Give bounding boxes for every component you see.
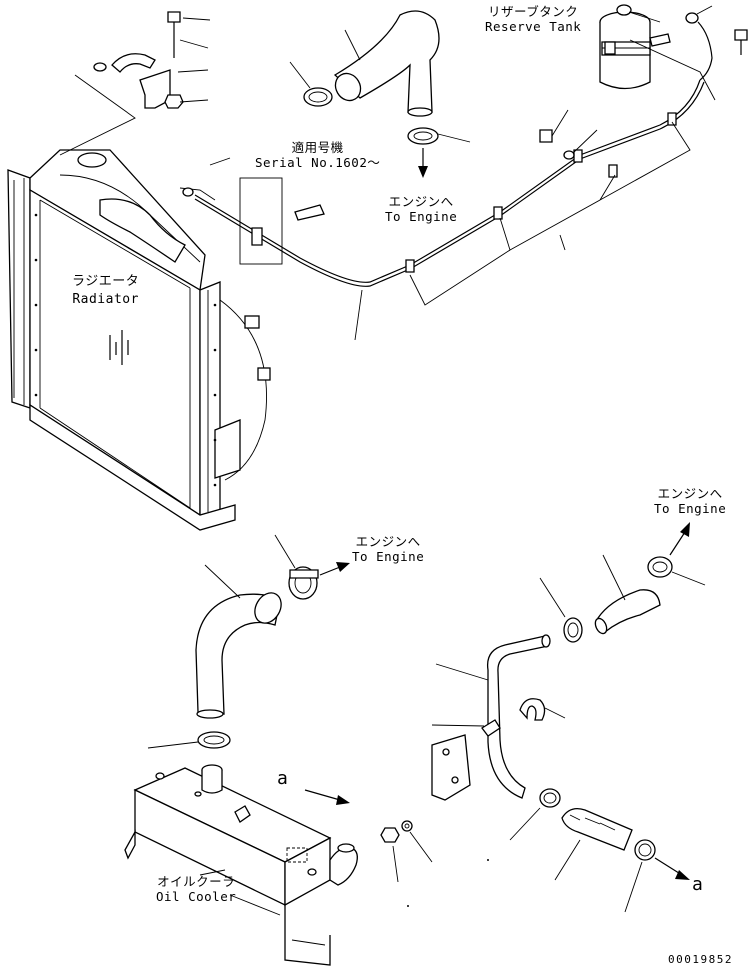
hose-clamp: [634, 839, 656, 861]
reference-a-bottom: a: [692, 874, 704, 895]
hose-clamp: [197, 731, 231, 749]
reserve-tank-label: リザーブタンク Reserve Tank: [485, 4, 581, 34]
radiator-label-jp: ラジエータ: [72, 274, 140, 289]
top-left-fittings: [59, 11, 211, 156]
hose-clamp: [563, 617, 583, 643]
oil-cooler-pipes: [380, 522, 706, 913]
to-engine-label-middle-en: To Engine: [352, 549, 425, 564]
to-engine-label-top-jp: エンジンへ: [388, 194, 454, 209]
reference-a-top: a: [277, 768, 289, 789]
oil-cooler-label-en: Oil Cooler: [156, 889, 237, 904]
reserve-tank: [599, 4, 748, 101]
reserve-tank-label-jp: リザーブタンク: [488, 4, 579, 19]
to-engine-label-middle: エンジンへ To Engine: [352, 534, 424, 564]
to-engine-label-top-en: To Engine: [385, 209, 458, 224]
hose-clamp: [647, 556, 673, 578]
hose-clamp: [288, 566, 319, 600]
radiator-label-en: Radiator: [72, 292, 139, 307]
radiator-assembly: [7, 149, 271, 531]
oil-cooler: [124, 764, 358, 966]
serial-number-label-en: Serial No.1602〜: [255, 155, 381, 170]
serial-number-label-jp: 適用号機: [291, 140, 344, 155]
hose-clamp: [539, 788, 561, 808]
to-engine-label-top: エンジンへ To Engine: [385, 194, 457, 224]
hose-clamp: [303, 87, 333, 107]
to-engine-label-right-en: To Engine: [654, 501, 727, 516]
to-engine-label-middle-jp: エンジンへ: [355, 534, 421, 549]
serial-number-label: 適用号機 Serial No.1602〜: [255, 140, 380, 170]
to-engine-label-right: エンジンへ To Engine: [654, 486, 726, 516]
reserve-tank-label-en: Reserve Tank: [485, 19, 582, 34]
oil-cooler-label-jp: オイルクーラ: [157, 874, 236, 889]
oil-cooler-hose: [147, 534, 350, 749]
hose-clamp: [407, 127, 439, 145]
serial-detail-box: [179, 157, 325, 265]
drawing-number: 00019852: [668, 953, 733, 966]
radiator-label: ラジエータ Radiator: [72, 273, 139, 309]
oil-cooler-label: オイルクーラ Oil Cooler: [156, 874, 236, 904]
to-engine-label-right-jp: エンジンへ: [657, 486, 723, 501]
upper-hose: [289, 10, 471, 178]
overflow-tube: [194, 79, 705, 341]
